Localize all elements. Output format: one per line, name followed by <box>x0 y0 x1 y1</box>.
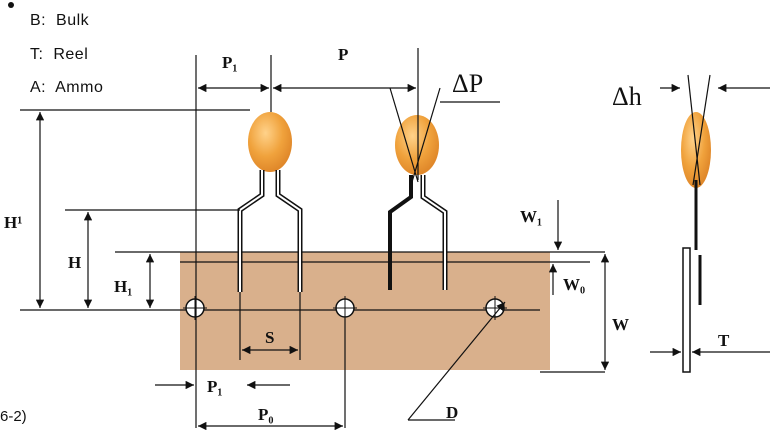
label-t: T <box>718 331 730 350</box>
side-view <box>650 74 770 373</box>
dimension-arrows <box>35 83 610 431</box>
label-h1-small: H₁ <box>114 277 132 296</box>
label-delta-p: ΔP <box>452 69 483 98</box>
label-w1: W₁ <box>520 207 542 226</box>
capacitor-2 <box>388 48 500 290</box>
label-p0: P₀ <box>258 405 273 424</box>
label-delta-h: Δh <box>612 82 642 111</box>
legend-item-reel: T: Reel <box>30 46 89 63</box>
capacitor-1 <box>237 112 303 292</box>
bullet-icon <box>8 2 14 8</box>
label-p1: P₁ <box>222 53 237 72</box>
label-w0: W₀ <box>563 275 585 294</box>
label-p: P <box>338 45 348 64</box>
legend-item-bulk: B: Bulk <box>30 12 90 29</box>
label-d: D <box>446 403 458 422</box>
label-s: S <box>265 328 274 347</box>
extension-lines <box>20 55 346 428</box>
label-h: H <box>68 253 81 272</box>
label-w: W <box>612 315 629 334</box>
legend-item-ammo: A: Ammo <box>30 79 104 96</box>
label-pl: P₁ <box>207 377 222 396</box>
figure-number: 6-2) <box>0 408 27 425</box>
label-h1-big: H¹ <box>4 213 22 232</box>
